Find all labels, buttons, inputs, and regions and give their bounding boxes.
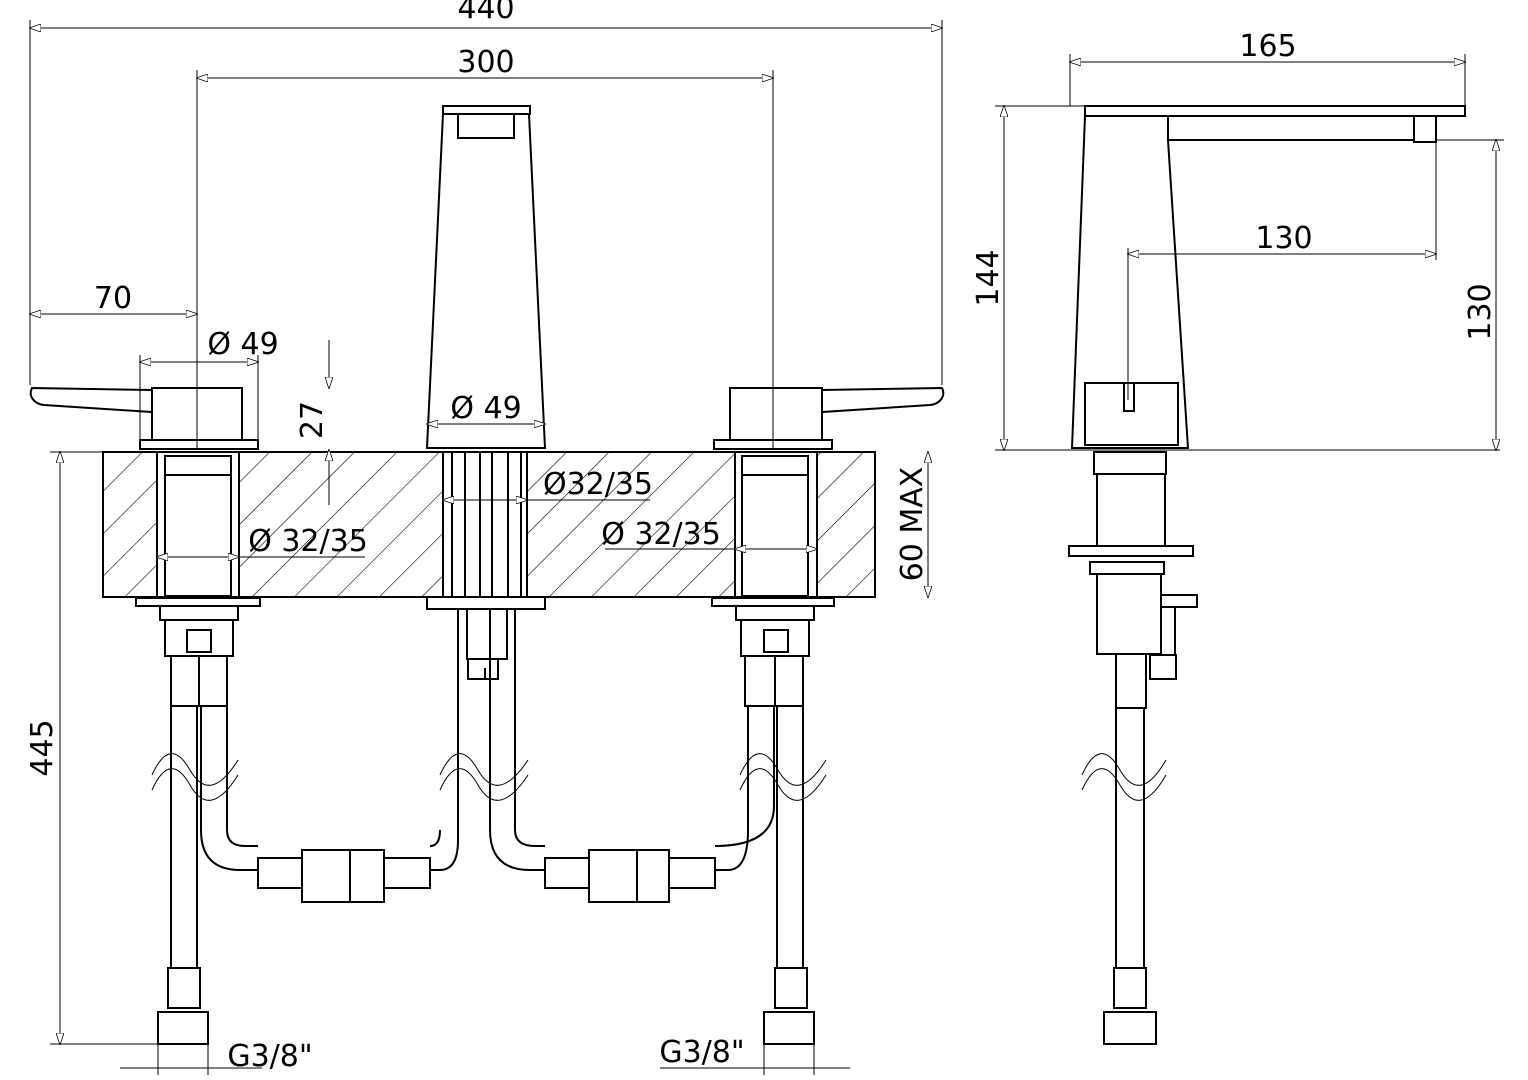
dim-spout-diameter: Ø 49 <box>450 391 521 426</box>
dim-handle-offset: 70 <box>94 281 132 316</box>
side-dimensions <box>995 54 1504 450</box>
dim-side-height: 144 <box>971 249 1006 306</box>
dim-handle-diameter: Ø 49 <box>207 327 278 362</box>
spout <box>425 105 547 680</box>
left-valve <box>29 386 261 707</box>
flex-hoses <box>151 609 827 1045</box>
front-view: 440 300 70 Ø 49 27 Ø 49 Ø32/35 Ø 32/35 Ø… <box>25 0 945 1075</box>
thread-right: G3/8" <box>659 1035 744 1070</box>
deck-section <box>102 451 876 598</box>
dim-outlet-height: 130 <box>1463 283 1498 340</box>
dim-deck-max: 60 MAX <box>895 467 930 582</box>
dim-hole-right: Ø 32/35 <box>601 517 721 552</box>
front-dimensions <box>30 20 942 1075</box>
side-view: 165 144 130 130 <box>971 29 1504 1045</box>
dim-center-distance: 300 <box>457 45 514 80</box>
dim-hole-left: Ø 32/35 <box>248 524 368 559</box>
dim-handle-height: 27 <box>295 401 330 439</box>
dim-overall-width: 440 <box>457 0 514 26</box>
side-body <box>1068 105 1466 1045</box>
dim-side-depth: 165 <box>1239 29 1296 64</box>
dim-hose-length: 445 <box>25 719 60 776</box>
thread-left: G3/8" <box>227 1039 312 1074</box>
dim-side-reach: 130 <box>1255 221 1312 256</box>
dim-hole-center: Ø32/35 <box>543 467 653 502</box>
